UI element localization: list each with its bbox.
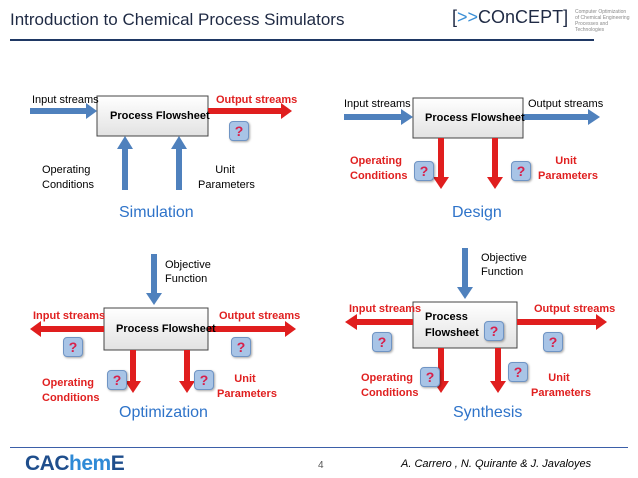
objective-function-label: Objective Function: [165, 259, 211, 285]
unknown-variable-icon: ?: [484, 321, 504, 341]
input-stream-arrow: [345, 314, 413, 330]
unknown-variable-icon: ?: [194, 370, 214, 390]
output-streams-label: Output streams: [219, 310, 301, 322]
process-flowsheet-box: [96, 95, 209, 137]
brand-tagline-line: Processes and Technologies: [575, 21, 609, 33]
simulation-diagram: [30, 95, 292, 190]
brand-tagline-line: Computer Optimization: [575, 9, 627, 15]
panel-title-synthesis: Synthesis: [453, 404, 523, 421]
optimization-diagram: [30, 254, 296, 393]
unknown-variable-icon: ?: [414, 161, 434, 181]
unit-parameters-label: Unit Parameters: [198, 164, 255, 191]
input-streams-label: Input streams: [344, 98, 411, 110]
input-streams-label: Input streams: [33, 310, 106, 322]
input-streams-label: Input streams: [32, 94, 99, 106]
process-flowsheet-label: Process Flowsheet: [110, 110, 210, 122]
operating-conditions-label: Operating Conditions: [361, 372, 419, 399]
process-flowsheet-label: Process Flowsheet: [425, 112, 525, 124]
unknown-variable-icon: ?: [231, 337, 251, 357]
operating-conditions-arrow: [125, 350, 141, 393]
input-stream-arrow: [30, 321, 104, 337]
input-stream-arrow: [344, 109, 413, 125]
output-stream-arrow: [523, 109, 600, 125]
brand-tagline-line: of Chemical Engineering: [575, 15, 630, 21]
input-streams-label: Input streams: [349, 303, 422, 315]
unit-parameters-arrow: [179, 350, 195, 393]
unknown-variable-icon: ?: [107, 370, 127, 390]
design-diagram: [344, 97, 600, 189]
slide-title: Introduction to Chemical Process Simulat…: [10, 10, 345, 29]
unknown-variable-icon: ?: [372, 332, 392, 352]
operating-conditions-arrow: [117, 136, 133, 190]
footer-divider: [10, 447, 628, 448]
unknown-variable-icon: ?: [508, 362, 528, 382]
operating-conditions-arrow: [433, 138, 449, 189]
operating-conditions-label: Operating Conditions: [42, 164, 94, 191]
unknown-variable-icon: ?: [63, 337, 83, 357]
process-flowsheet-box: [103, 307, 209, 351]
output-stream-arrow: [517, 314, 607, 330]
unit-parameters-arrow: [171, 136, 187, 190]
brand-tagline: Computer Optimization of Chemical Engine…: [575, 9, 638, 33]
unit-parameters-arrow: [487, 138, 503, 189]
cacheme-logo: CAChemE: [25, 452, 125, 475]
panel-title-simulation: Simulation: [119, 204, 194, 221]
brand-name: COnCEPT]: [478, 7, 569, 27]
unknown-variable-icon: ?: [420, 367, 440, 387]
brand-chevrons: >>: [457, 7, 479, 27]
unit-parameters-label: Unit Parameters: [217, 373, 277, 400]
concept-logo: [>>COnCEPT]: [452, 7, 568, 28]
objective-function-arrow: [457, 248, 473, 299]
panel-title-optimization: Optimization: [119, 404, 208, 421]
output-streams-label: Output streams: [216, 94, 298, 106]
process-flowsheet-label: Process Flowsheet: [116, 323, 216, 335]
objective-function-arrow: [146, 254, 162, 305]
unknown-variable-icon: ?: [229, 121, 249, 141]
output-streams-label: Output streams: [534, 303, 616, 315]
input-stream-arrow: [30, 103, 97, 119]
unit-parameters-label: Unit Parameters: [531, 372, 591, 399]
operating-conditions-label: Operating Conditions: [350, 155, 408, 182]
operating-conditions-label: Operating Conditions: [42, 377, 100, 404]
unknown-variable-icon: ?: [511, 161, 531, 181]
process-flowsheet-label: Process Flowsheet: [425, 311, 479, 339]
brand-bracket: [: [452, 7, 458, 27]
authors: A. Carrero , N. Quirante & J. Javaloyes: [401, 458, 592, 470]
unit-parameters-arrow: [490, 348, 506, 393]
output-stream-arrow: [208, 321, 296, 337]
unit-parameters-label: Unit Parameters: [538, 155, 598, 182]
title-divider: [10, 39, 594, 41]
output-streams-label: Output streams: [528, 98, 604, 110]
objective-function-label: Objective Function: [481, 252, 527, 278]
page-number: 4: [318, 460, 324, 471]
output-stream-arrow: [208, 103, 292, 119]
panel-title-design: Design: [452, 204, 502, 221]
unknown-variable-icon: ?: [543, 332, 563, 352]
